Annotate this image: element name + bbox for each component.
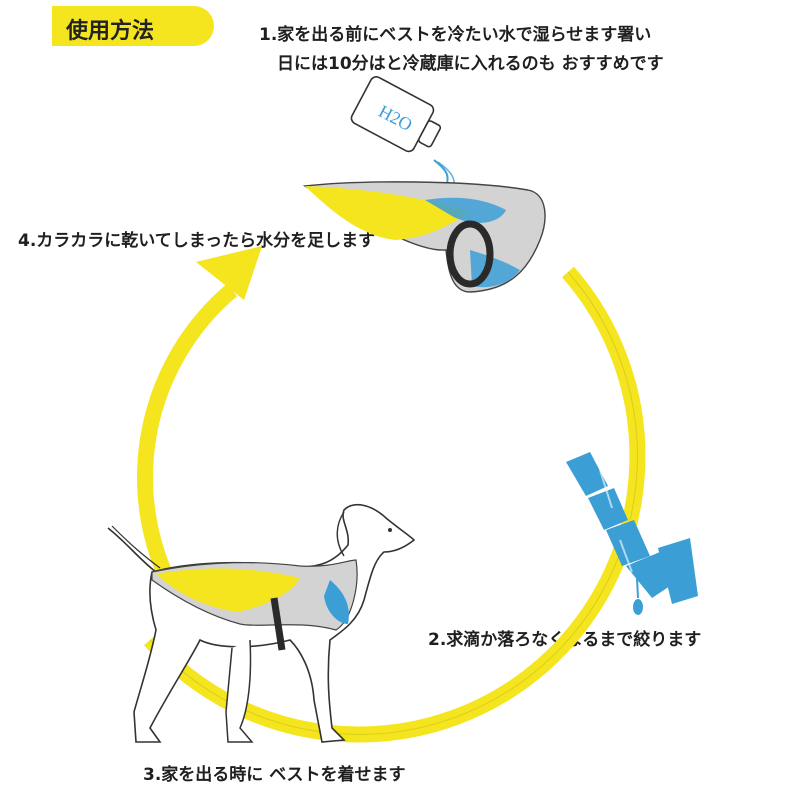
water-bottle-icon: H2O [350, 76, 442, 153]
step-1-line-1: 1.家を出る前にベストを冷たい水で湿らせます署い [259, 25, 652, 45]
step-1-line-2: 日には10分はと冷蔵庫に入れるのも おすすめです [277, 54, 664, 74]
arrow-head-icon [196, 246, 262, 300]
cycle-arc-right [144, 266, 646, 743]
page-title: 使用方法 [66, 19, 155, 44]
vest-icon [302, 181, 546, 293]
title-badge: 使用方法 [52, 6, 214, 46]
water-drop [633, 599, 643, 615]
dog-icon [107, 503, 416, 743]
step-4-text: 4.カラカラに乾いてしまったら水分を足します [18, 231, 376, 251]
step-3-text: 3.家を出る時に ベストを着せます [143, 765, 406, 785]
cycle-arc-left [137, 283, 238, 605]
wrung-vest-icon [566, 452, 698, 615]
